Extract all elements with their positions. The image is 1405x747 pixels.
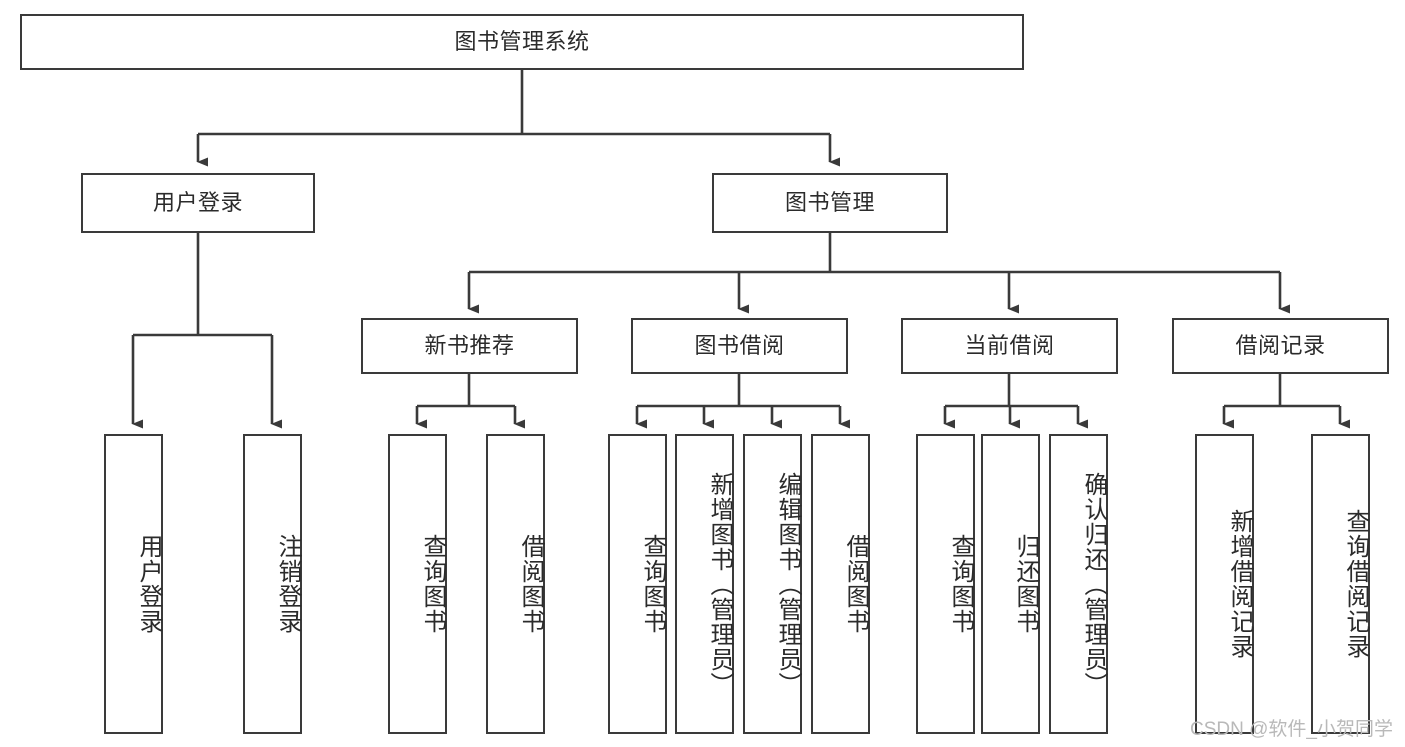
watermark-text: CSDN @软件_小贺同学 [1190,719,1393,740]
node-leaf-edit-book[interactable]: 编辑图书（管理员） [743,434,802,734]
node-leaf-query-book-current[interactable]: 查询图书 [916,434,975,734]
node-label: 图书借阅 [694,332,785,358]
node-label: 查询图书 [947,534,974,634]
node-leaf-add-book[interactable]: 新增图书（管理员） [675,434,734,734]
node-leaf-user-login[interactable]: 用户登录 [104,434,163,734]
node-leaf-borrow-book[interactable]: 借阅图书 [811,434,870,734]
node-new-book-recommend[interactable]: 新书推荐 [361,318,578,374]
node-label: 查询图书 [639,534,666,634]
node-label: 借阅记录 [1235,332,1326,358]
node-label: 当前借阅 [964,332,1055,358]
node-leaf-confirm-return[interactable]: 确认归还（管理员） [1049,434,1108,734]
node-label: 借阅图书 [842,534,869,634]
node-label: 借阅图书 [517,534,544,634]
node-label: 查询借阅记录 [1342,509,1369,659]
node-leaf-query-book-recommend[interactable]: 查询图书 [388,434,447,734]
node-book-management[interactable]: 图书管理 [712,173,948,233]
node-leaf-return-book[interactable]: 归还图书 [981,434,1040,734]
node-leaf-logout-login[interactable]: 注销登录 [243,434,302,734]
node-label: 图书管理 [784,189,875,215]
node-label: 图书管理系统 [454,28,590,54]
node-user-login[interactable]: 用户登录 [81,173,315,233]
node-label: 注销登录 [274,534,301,634]
node-label: 新书推荐 [424,332,515,358]
node-leaf-query-book-borrow[interactable]: 查询图书 [608,434,667,734]
node-current-borrow[interactable]: 当前借阅 [901,318,1118,374]
node-root-book-management-system[interactable]: 图书管理系统 [20,14,1024,70]
node-label: 查询图书 [419,534,446,634]
node-label: 确认归还（管理员） [1080,471,1107,697]
node-label: 新增图书（管理员） [706,471,733,697]
node-leaf-query-borrow-record[interactable]: 查询借阅记录 [1311,434,1370,734]
node-label: 新增借阅记录 [1226,509,1253,659]
node-book-borrow[interactable]: 图书借阅 [631,318,848,374]
node-label: 编辑图书（管理员） [774,471,801,697]
node-label: 用户登录 [135,534,162,634]
node-label: 用户登录 [152,189,243,215]
node-leaf-add-borrow-record[interactable]: 新增借阅记录 [1195,434,1254,734]
node-label: 归还图书 [1012,534,1039,634]
node-leaf-borrow-book-recommend[interactable]: 借阅图书 [486,434,545,734]
node-borrow-record[interactable]: 借阅记录 [1172,318,1389,374]
